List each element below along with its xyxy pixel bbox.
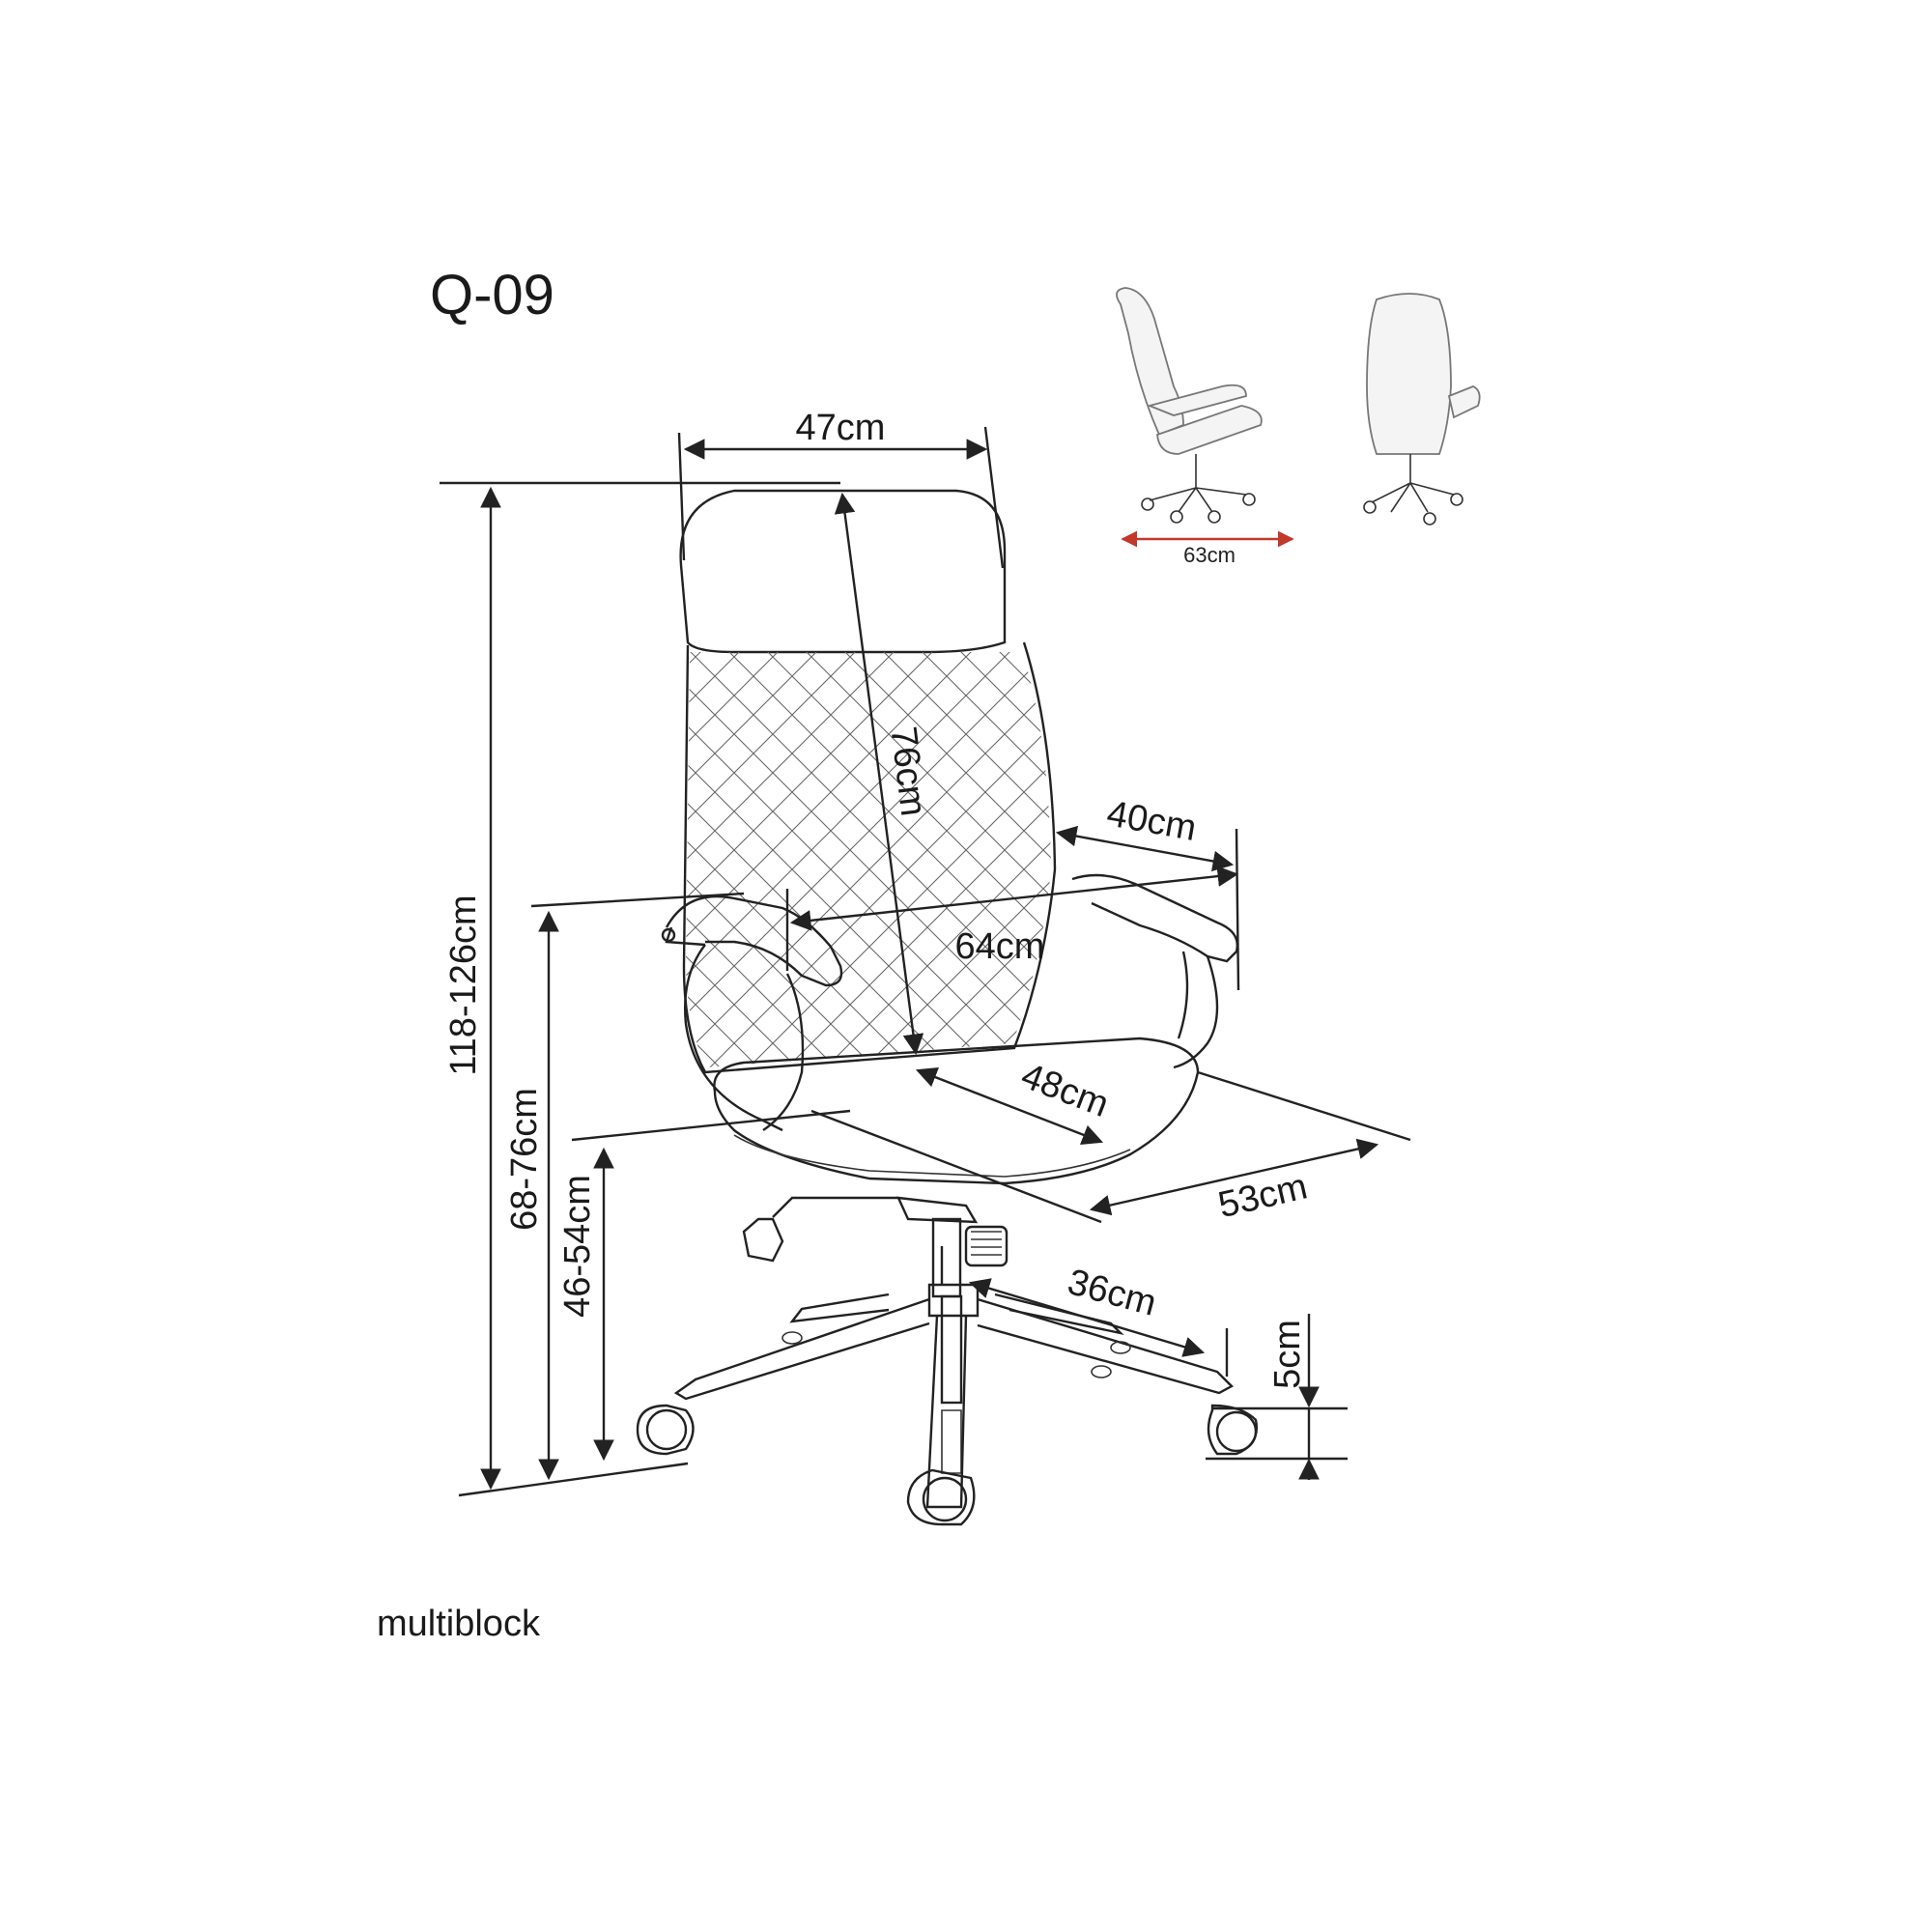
label-armrest-height: 68-76cm — [504, 1088, 545, 1231]
label-armrest-spacing: 64cm — [955, 926, 1045, 967]
label-armrest-depth: 40cm — [1104, 793, 1200, 848]
brand-name: multiblock — [377, 1604, 540, 1644]
caster-front — [906, 1468, 976, 1526]
chair-back-view-icon — [1363, 293, 1481, 526]
label-recline-depth: 63cm — [1183, 543, 1236, 567]
dimension-lines — [440, 426, 1411, 1497]
model-title: Q-09 — [430, 264, 554, 327]
chair-side-view-icon — [1116, 287, 1294, 548]
caster-left — [636, 1404, 695, 1456]
label-caster-height: 5cm — [1267, 1320, 1308, 1389]
label-backrest-width: 47cm — [796, 408, 886, 448]
chair-front-view — [636, 489, 1258, 1526]
caster-right — [1207, 1404, 1258, 1456]
label-total-depth: 53cm — [1214, 1166, 1311, 1226]
label-seat-height: 46-54cm — [557, 1175, 598, 1318]
label-total-height: 118-126cm — [443, 895, 484, 1075]
